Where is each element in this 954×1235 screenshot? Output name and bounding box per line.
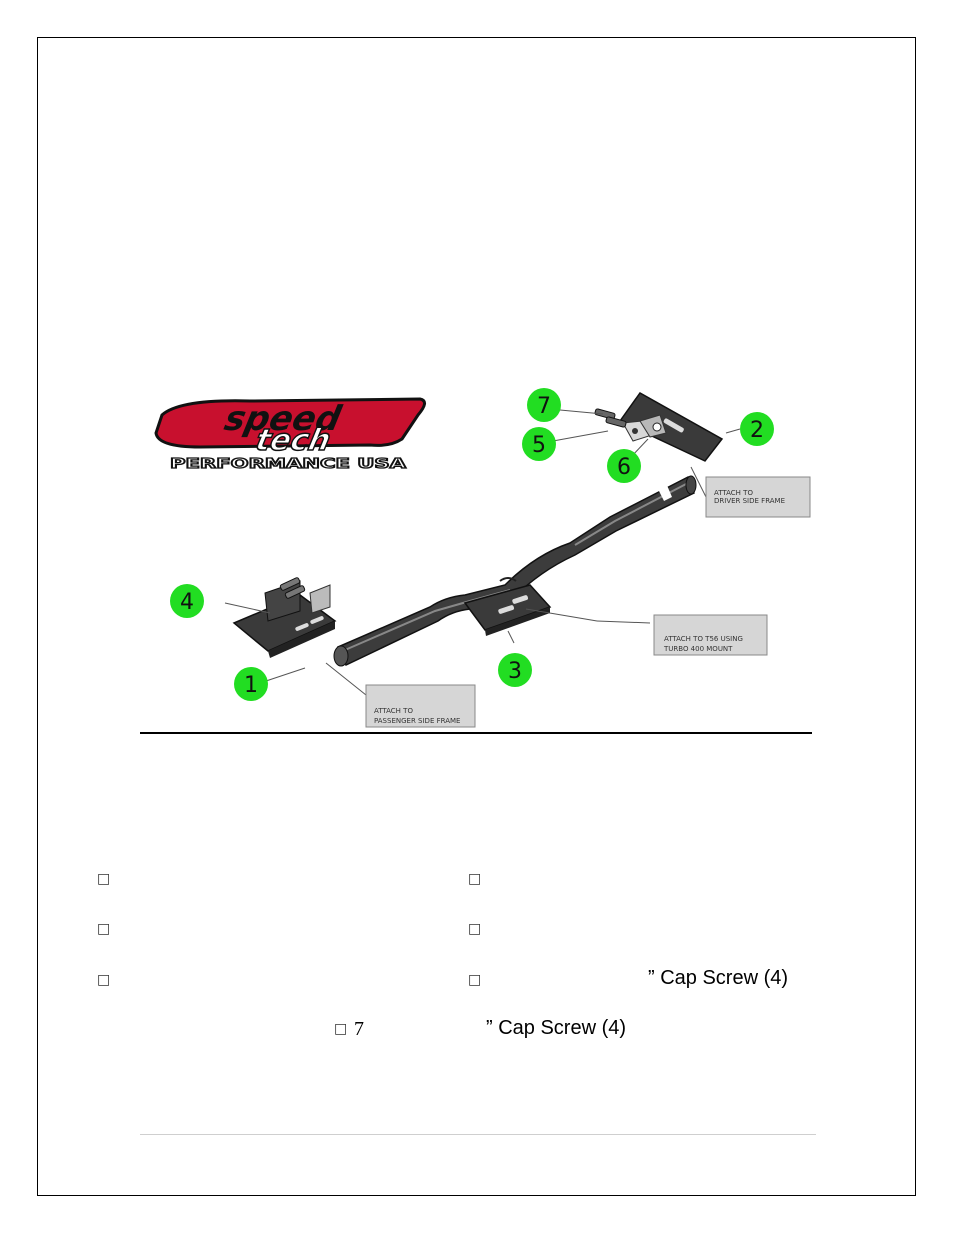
callout-2-label: 2 bbox=[750, 418, 764, 443]
callout-1-label: 1 bbox=[244, 673, 258, 698]
callout-3-label: 3 bbox=[508, 659, 522, 684]
logo-line1: speed bbox=[221, 399, 345, 439]
callout-4: 4 bbox=[170, 584, 204, 618]
transmission-mount bbox=[463, 584, 552, 636]
note-driver-line2: DRIVER SIDE FRAME bbox=[714, 497, 785, 505]
callout-2: 2 bbox=[740, 412, 774, 446]
note-passenger-line2: PASSENGER SIDE FRAME bbox=[374, 717, 460, 725]
callout-5: 5 bbox=[522, 427, 556, 461]
note-driver-line1: ATTACH TO bbox=[714, 489, 753, 497]
crossmember-tube bbox=[333, 475, 697, 667]
footer-divider bbox=[140, 1134, 816, 1135]
logo-line2: tech bbox=[253, 423, 334, 458]
note-transmission-line2: TURBO 400 MOUNT bbox=[663, 645, 733, 653]
callout-4-label: 4 bbox=[180, 590, 194, 615]
section-divider bbox=[140, 732, 812, 734]
page-border bbox=[37, 37, 916, 1196]
callout-6-label: 6 bbox=[617, 455, 631, 480]
driver-bracket bbox=[594, 392, 724, 462]
note-passenger-line1: ATTACH TO bbox=[374, 707, 413, 715]
callout-7-label: 7 bbox=[537, 394, 551, 419]
speedtech-logo: speed tech PERFORMANCE USA bbox=[154, 397, 426, 473]
note-transmission: ATTACH TO T56 USING TURBO 400 MOUNT bbox=[653, 614, 768, 656]
callout-1: 1 bbox=[234, 667, 268, 701]
passenger-bracket bbox=[232, 577, 337, 658]
callout-7: 7 bbox=[527, 388, 561, 422]
leader-lines bbox=[224, 409, 741, 696]
note-passenger: ATTACH TO PASSENGER SIDE FRAME bbox=[365, 684, 476, 728]
note-driver: ATTACH TO DRIVER SIDE FRAME bbox=[705, 476, 811, 518]
logo-tagline: PERFORMANCE USA bbox=[170, 457, 406, 472]
callout-5-label: 5 bbox=[532, 433, 546, 458]
note-transmission-line1: ATTACH TO T56 USING bbox=[664, 635, 743, 643]
crossmember-diagram: speed tech PERFORMANCE USA bbox=[140, 385, 820, 730]
callout-6: 6 bbox=[607, 449, 641, 483]
callout-3: 3 bbox=[498, 653, 532, 687]
